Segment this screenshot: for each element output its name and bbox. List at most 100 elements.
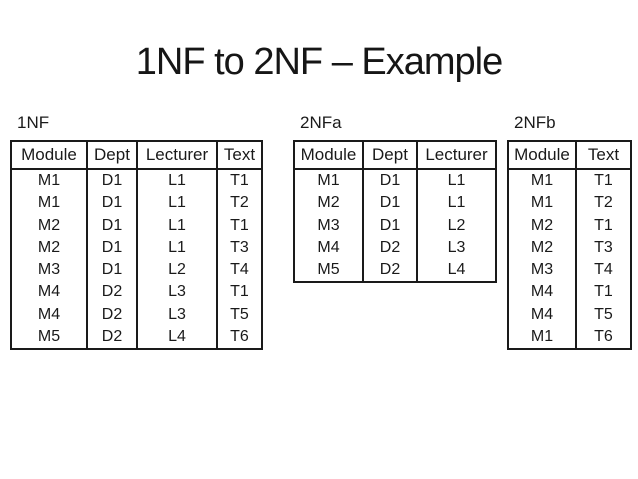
table-cell: M2: [37, 216, 61, 234]
table-cell: T1: [230, 172, 249, 189]
column-header: Dept: [88, 142, 136, 170]
table-cell: M4: [37, 305, 61, 323]
column-header: Text: [577, 142, 630, 170]
table-cell: L3: [168, 283, 186, 301]
table-cell: T1: [594, 172, 613, 189]
table-cell: L1: [447, 172, 466, 189]
table-cell: M1: [530, 172, 554, 189]
table-cell: M5: [317, 261, 340, 279]
column-header: Module: [295, 142, 362, 170]
table-cell: D1: [379, 194, 401, 212]
table-cell: D1: [379, 172, 401, 189]
table-cell: M1: [37, 194, 61, 212]
table-cell: M5: [37, 328, 61, 346]
table-cell: T4: [230, 261, 249, 279]
table-cell: M4: [37, 283, 61, 301]
table-cell: M1: [317, 172, 340, 189]
table-cell: D2: [379, 238, 401, 256]
table-cell: T3: [230, 238, 249, 256]
table-cell: L1: [168, 194, 186, 212]
table-cell: D1: [101, 194, 123, 212]
table-cell: L3: [447, 238, 466, 256]
column-header: Text: [218, 142, 261, 170]
column-header: Module: [509, 142, 575, 170]
table-cell: T5: [594, 305, 613, 323]
table-cell: D1: [101, 172, 123, 189]
table-cell: L3: [168, 305, 186, 323]
table-cell: M2: [37, 238, 61, 256]
table-cell: D2: [101, 283, 123, 301]
column-header: Lecturer: [418, 142, 495, 170]
table-cell: M1: [530, 194, 554, 212]
table-cell: L4: [447, 261, 466, 279]
table-cell: L4: [168, 328, 186, 346]
table-cell: T2: [594, 194, 613, 212]
table-cell: L1: [447, 194, 466, 212]
column-header: Dept: [364, 142, 416, 170]
table-cell: T1: [230, 283, 249, 301]
table-cell: D1: [101, 261, 123, 279]
table-cell: D2: [101, 328, 123, 346]
table-cell: L1: [168, 172, 186, 189]
table-cell: M4: [530, 283, 554, 301]
table-cell: D1: [101, 238, 123, 256]
table-cell: D2: [379, 261, 401, 279]
column-header: Lecturer: [138, 142, 216, 170]
table-label-1nf: 1NF: [17, 113, 50, 132]
table-cell: D1: [379, 216, 401, 234]
table-cell: M3: [530, 261, 554, 279]
table-cell: D1: [101, 216, 123, 234]
table-cell: L1: [168, 238, 186, 256]
table-label-2nfa: 2NFa: [300, 113, 342, 132]
table-cell: T4: [594, 261, 613, 279]
table-cell: M1: [37, 172, 61, 189]
table-cell: M2: [530, 216, 554, 234]
table-cell: M1: [530, 328, 554, 346]
table-cell: T2: [230, 194, 249, 212]
table-cell: M3: [37, 261, 61, 279]
table-cell: T6: [230, 328, 249, 346]
table-cell: M2: [317, 194, 340, 212]
table-cell: M4: [317, 238, 340, 256]
slide-title: 1NF to 2NF – Example: [135, 41, 503, 83]
table-label-2nfb: 2NFb: [514, 113, 556, 132]
table-cell: L2: [168, 261, 186, 279]
table-cell: M3: [317, 216, 340, 234]
table-cell: L1: [168, 216, 186, 234]
table-cell: L2: [447, 216, 466, 234]
table-cell: T1: [594, 283, 613, 301]
table-cell: D2: [101, 305, 123, 323]
table-cell: T6: [594, 328, 613, 346]
table-cell: M2: [530, 238, 554, 256]
table-cell: T3: [594, 238, 613, 256]
column-header: Module: [12, 142, 86, 170]
table-cell: T5: [230, 305, 249, 323]
table-cell: M4: [530, 305, 554, 323]
table-cell: T1: [594, 216, 613, 234]
